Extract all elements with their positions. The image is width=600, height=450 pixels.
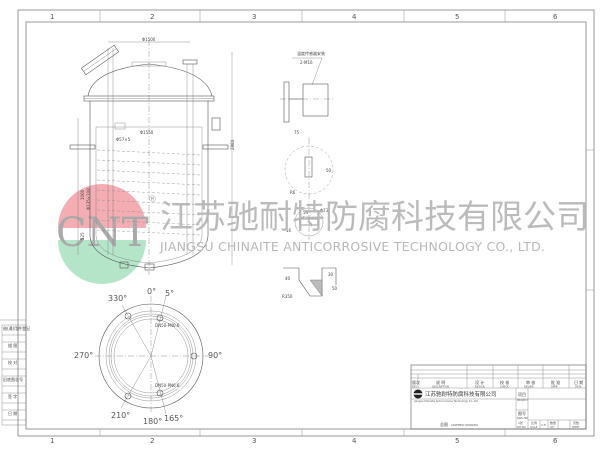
sheet-label-en: SHEET: [572, 426, 580, 429]
dimension-label: Φ73: [320, 208, 329, 213]
column-number: 3: [252, 13, 256, 21]
dimension-label: 30: [328, 272, 334, 277]
header-description: 说 明: [436, 379, 445, 385]
watermark-logo: CNT ®: [56, 184, 157, 284]
qty-label-en: QTY: [550, 426, 555, 429]
company-name-en: Jiangsu Chinaite Anticorrosive Technolog…: [413, 399, 478, 403]
dimension-label: 16: [286, 228, 292, 233]
dimension-label: 50: [326, 168, 332, 173]
column-number: 6: [553, 13, 558, 21]
table-row-label: 描 图: [8, 342, 17, 348]
sheet-label: 页数: [573, 420, 579, 425]
nozzle-label: DN50-PN0.6: [155, 323, 180, 328]
table-row-label: 借(通)用件登记: [3, 325, 30, 331]
drawing-type-label: 总图: [440, 421, 448, 427]
dimension-label: R6: [290, 190, 296, 195]
sheet-no-label-en: SHT.NO: [517, 426, 526, 429]
column-number: 2: [150, 13, 154, 21]
header-check: 校 核: [500, 379, 509, 385]
coil-lines: [96, 149, 202, 236]
angle-label: 0°: [147, 287, 156, 296]
company-logo-icon: [413, 389, 423, 399]
table-row-label: 旧底图总号: [3, 376, 23, 382]
scale-label: 比例: [531, 420, 537, 425]
left-registration-table: 借(通)用件登记 描 图 校 对 旧底图总号 签 字 日 期: [0, 319, 30, 426]
nozzle-plan-view: 0° 5° 330° 270° 90° 210° 180° 165° DN50-…: [74, 287, 222, 426]
header-review-en: REVIEW: [524, 385, 534, 389]
dimension-label: 50: [332, 286, 338, 291]
table-row-label: 签 字: [8, 393, 17, 399]
detail-note: 2-M16: [300, 60, 313, 65]
angle-label: 270°: [74, 351, 93, 360]
dwg-label-en: DWG.NO: [517, 416, 528, 420]
watermark-company-cn: 江苏驰耐特防腐科技有限公司: [160, 197, 589, 236]
header-review: 审 核: [526, 379, 535, 385]
header-date-en: DATA: [575, 385, 582, 389]
qty-label: 数量: [550, 420, 556, 425]
drawing-frame: 1 2 3 4 5 6 1 2 3 4 5 6: [17, 9, 595, 445]
dimension-label: 2884: [230, 139, 235, 150]
header-appr-en: APPR: [551, 385, 558, 389]
table-row-label: 日 期: [8, 410, 17, 416]
angle-label: 330°: [108, 294, 127, 303]
dimension-label: Φ57×5: [116, 137, 131, 142]
logo-text: CNT: [56, 210, 149, 256]
column-number: 3: [252, 437, 256, 445]
column-number: 5: [455, 13, 459, 21]
angle-label: 165°: [164, 414, 183, 423]
column-number: 4: [352, 13, 357, 21]
column-number: 5: [455, 437, 459, 445]
dimension-label: Φ1500: [142, 37, 156, 42]
header-rev: 版次: [412, 379, 420, 385]
title-block: 版次 REV 说 明 DESCRIPTION 设 计 DESIGN 校 核 CH…: [410, 364, 587, 430]
project-label-en: PROJECT: [517, 398, 528, 402]
dimension-label: Φ135×108: [86, 188, 91, 210]
detail-views: 温度传感器安装 2-M16 75 50 R6 54 Φ73 16 40 30 5…: [280, 50, 338, 299]
nozzle-label: DN50-PN0.6: [155, 383, 180, 388]
detail-note: 温度传感器安装: [297, 50, 325, 56]
header-date: 日 期: [574, 379, 583, 385]
dimension-label: 525: [80, 232, 85, 240]
header-rev-en: REV: [412, 385, 417, 389]
dimension-label: 40: [285, 276, 291, 281]
dimension-label: Φ1550: [140, 130, 154, 135]
dimension-label: R350: [282, 294, 293, 299]
table-row-label: 校 对: [8, 359, 17, 365]
column-number: 1: [50, 437, 54, 445]
watermark-company-en: JIANGSU CHINAITE ANTICORROSIVE TECHNOLOG…: [159, 239, 545, 254]
scale-value: 1:5: [541, 423, 546, 427]
header-design: 设 计: [475, 379, 484, 385]
company-name-cn: 江苏驰耐特防腐科技有限公司: [425, 390, 497, 398]
scale-label-en: SCALE: [530, 426, 538, 429]
angle-label: 180°: [143, 417, 162, 426]
angle-label: 90°: [208, 351, 222, 360]
dimension-label: 75: [294, 130, 300, 135]
drawing-type-label-en: ASSEMBLY DRAWING: [451, 423, 478, 427]
column-number: 2: [150, 437, 154, 445]
header-check-en: CHECK: [500, 385, 509, 389]
header-design-en: DESIGN: [475, 385, 485, 389]
column-number: 6: [553, 437, 558, 445]
column-number: 4: [352, 437, 357, 445]
dimension-label: 54: [303, 210, 309, 215]
angle-label: 210°: [111, 411, 130, 420]
sheet-no-label: 1张: [518, 420, 523, 425]
project-label: 项目: [518, 391, 526, 397]
watermark-text: 江苏驰耐特防腐科技有限公司 JIANGSU CHINAITE ANTICORRO…: [159, 197, 589, 254]
angle-label: 5°: [165, 289, 174, 298]
header-description-en: DESCRIPTION: [432, 385, 449, 389]
header-appr: 批 准: [551, 379, 560, 385]
registered-mark: ®: [148, 195, 157, 205]
dimension-label: 1060: [80, 189, 85, 200]
column-number: 1: [50, 13, 54, 21]
vessel-elevation-view: Φ1500 Φ1550 Φ57×5 2884 1060 Φ135: [69, 37, 235, 275]
dwg-label: 图号: [518, 410, 526, 416]
